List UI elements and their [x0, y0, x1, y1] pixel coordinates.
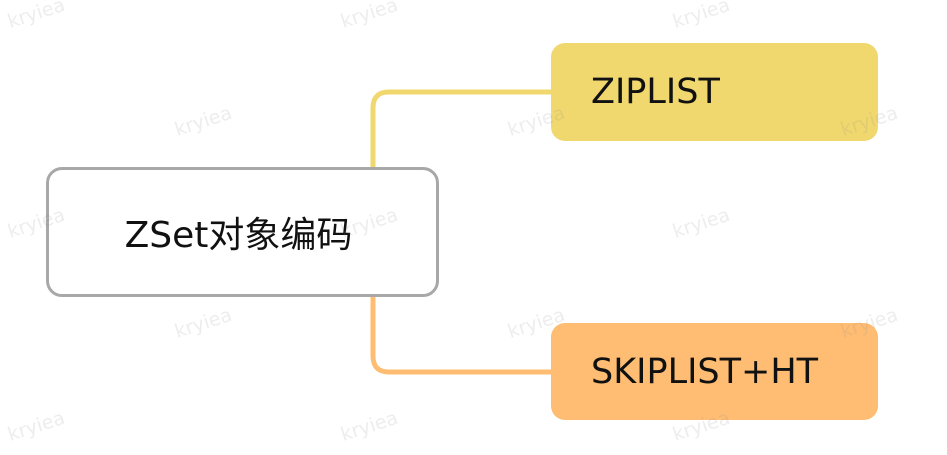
ziplist-node: ZIPLIST — [551, 43, 878, 141]
connector-to-skiplist-ht — [370, 294, 554, 375]
skiplist-ht-node-label: SKIPLIST+HT — [591, 351, 819, 392]
skiplist-ht-node: SKIPLIST+HT — [551, 323, 878, 420]
ziplist-node-label: ZIPLIST — [591, 72, 720, 112]
root-node-label: ZSet对象编码 — [124, 215, 353, 256]
root-node: ZSet对象编码 — [46, 167, 439, 297]
connector-to-ziplist — [370, 89, 554, 170]
